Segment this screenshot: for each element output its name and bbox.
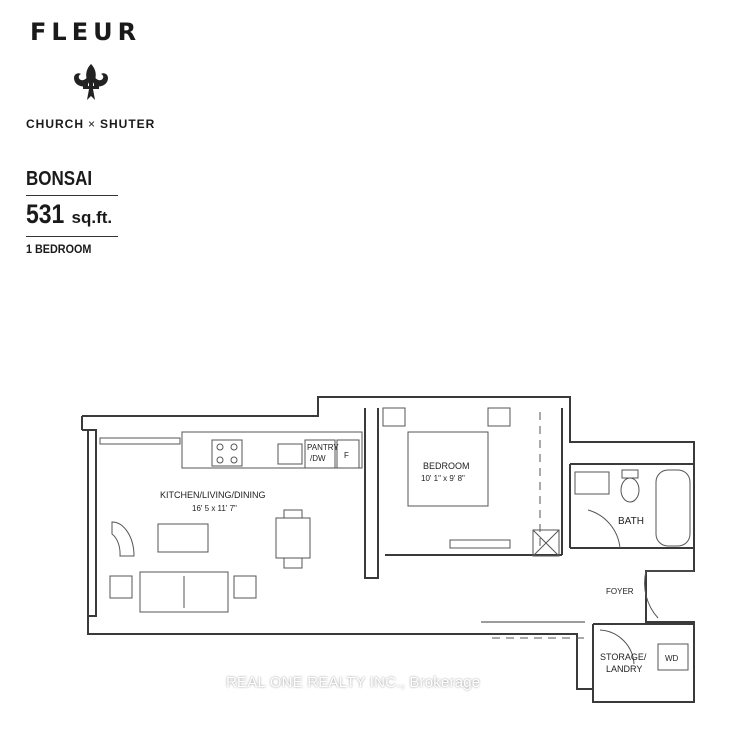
area-value: 531 (26, 199, 65, 229)
closet-shaft (532, 529, 560, 557)
pantry-label: PANTRY (307, 443, 339, 452)
tagline-left: CHURCH (26, 117, 84, 131)
bedroom-count: 1 BEDROOM (26, 242, 92, 256)
area-unit: sq.ft. (71, 208, 113, 227)
washer-dryer (657, 643, 689, 671)
kitchen-living-label: KITCHEN/LIVING/DINING (160, 490, 266, 500)
divider-rule (26, 195, 118, 196)
tagline: CHURCH ×SHUTER (26, 117, 155, 131)
fleur-de-lis-icon (74, 64, 108, 100)
entry-door (644, 570, 659, 619)
brand-title: FLEUR (30, 18, 142, 46)
sofa (139, 571, 229, 613)
armchair (111, 521, 135, 557)
tagline-separator: × (88, 117, 97, 131)
exterior-wall-left (81, 416, 97, 617)
tagline-right: SHUTER (100, 117, 156, 131)
cooktop (211, 439, 243, 467)
storage-label-2: LANDRY (606, 664, 642, 674)
exterior-wall (82, 396, 695, 703)
window-shelf (99, 437, 181, 445)
bath-door (587, 509, 621, 549)
bathtub (655, 469, 691, 547)
vanity (574, 471, 610, 495)
toilet (620, 477, 640, 503)
divider-rule (26, 236, 118, 237)
foyer-label: FOYER (606, 587, 634, 596)
fridge-label: F (344, 451, 349, 460)
bath-wall (569, 463, 694, 549)
partition-wall (364, 408, 379, 579)
dining-table (275, 517, 311, 559)
kitchen-living-dims: 16' 5 x 11' 7" (192, 504, 237, 513)
coffee-table (157, 523, 209, 553)
kitchen-counter (181, 431, 363, 469)
unit-name: BONSAI (26, 168, 93, 190)
pantry-label-2: /DW (310, 454, 326, 463)
bed (407, 431, 489, 507)
pantry-cabinet (304, 439, 336, 469)
bath-label: BATH (618, 516, 644, 527)
bedroom-dims: 10' 1" x 9' 8" (421, 474, 465, 483)
unit-area: 531 sq.ft. (26, 199, 112, 230)
fridge (336, 439, 360, 469)
brokerage-watermark: REAL ONE REALTY INC., Brokerage (226, 674, 481, 691)
washer-dryer-label: WD (665, 654, 679, 663)
kitchen-sink (277, 443, 303, 465)
bedroom-label: BEDROOM (423, 461, 470, 471)
storage-label: STORAGE/ (600, 652, 647, 662)
storage-wall (592, 623, 694, 689)
